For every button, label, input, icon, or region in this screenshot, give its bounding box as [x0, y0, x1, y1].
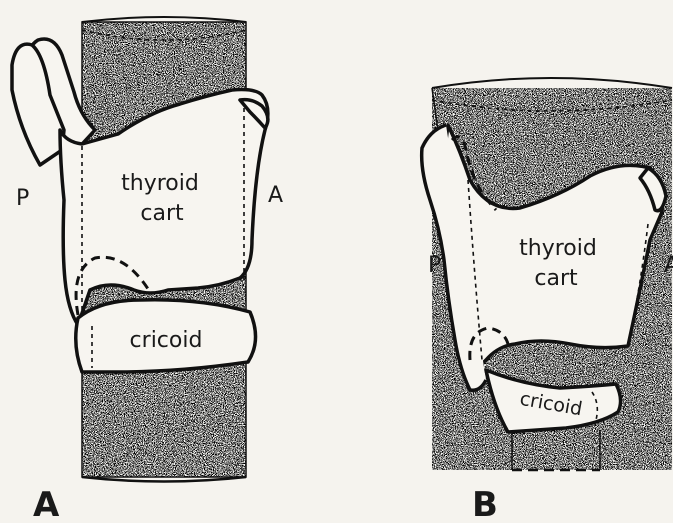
figure-a: P A thyroid cart cricoid A — [12, 17, 283, 523]
label-posterior-b: P — [428, 253, 441, 278]
figure-b: P A thyroid cart cricoid B — [422, 78, 673, 523]
label-cricoid-a: cricoid — [130, 328, 203, 353]
label-cart-b: cart — [534, 266, 578, 291]
panel-label-b: B — [472, 485, 498, 523]
label-posterior-a: P — [16, 186, 29, 211]
label-anterior-b: A — [664, 253, 673, 278]
label-anterior-a: A — [268, 183, 283, 208]
panel-label-a: A — [33, 485, 60, 523]
label-cart-a: cart — [140, 201, 184, 226]
label-thyroid-b: thyroid — [519, 236, 597, 261]
label-thyroid-a: thyroid — [121, 171, 199, 196]
